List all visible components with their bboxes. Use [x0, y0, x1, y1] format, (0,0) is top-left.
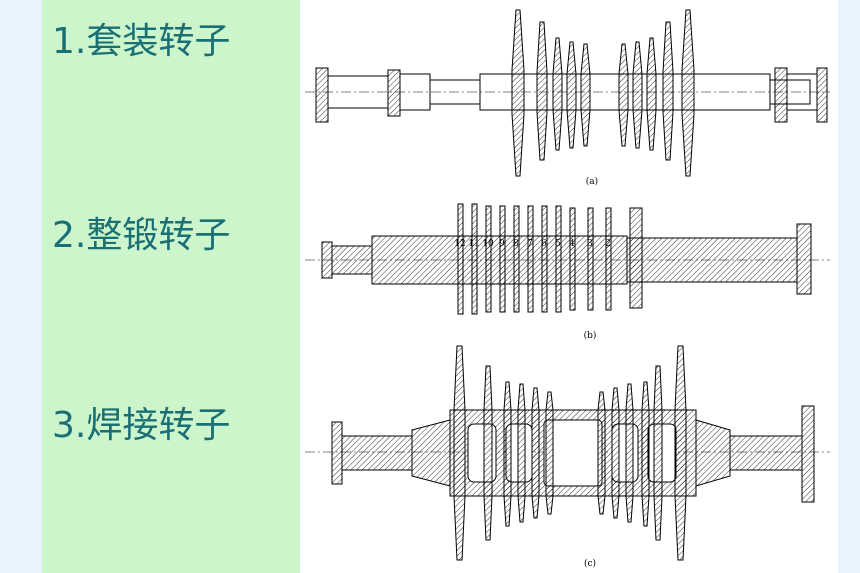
stage-number: 3 [587, 239, 593, 249]
rotor-a-drawing: (a) [305, 9, 830, 187]
left-background-strip [0, 0, 42, 573]
label-solid-forged-rotor: 2.整锻转子 [52, 215, 231, 256]
caption-a: (a) [586, 176, 598, 187]
label-panel [42, 0, 300, 573]
stage-number: 2 [605, 239, 611, 249]
left-flange-a [315, 67, 329, 123]
balance-piston-b [629, 207, 643, 309]
stage-numbers-b: 12 11 10 9 8 7 6 5 4 3 2 [454, 239, 611, 249]
right-flange-a [816, 67, 828, 123]
label-shrunk-on-rotor: 1.套装转子 [52, 21, 231, 62]
right-flange-c [801, 405, 815, 503]
stage-number: 5 [555, 239, 561, 249]
label-welded-rotor: 3.焊接转子 [52, 405, 231, 446]
caption-c: (c) [584, 558, 596, 569]
stage-number: 12 [454, 239, 465, 249]
caption-b: (b) [584, 330, 597, 341]
left-flange-c [331, 421, 343, 485]
right-background-strip [838, 0, 860, 573]
right-flange-b [796, 223, 812, 295]
rotor-b-drawing: 12 11 10 9 8 7 6 5 4 3 2 (b) [305, 203, 830, 341]
stage-number: 10 [482, 239, 494, 249]
stage-number: 11 [468, 239, 479, 249]
stage-number: 6 [541, 239, 547, 249]
rotor-drawings: (a) 12 11 10 9 [305, 9, 830, 569]
stage-number: 4 [569, 239, 575, 249]
rotor-c-drawing: (c) [305, 345, 830, 569]
stage-number: 9 [499, 239, 505, 249]
stage-number: 8 [513, 239, 519, 249]
stage-number: 7 [527, 239, 533, 249]
left-flange-b [321, 241, 333, 279]
